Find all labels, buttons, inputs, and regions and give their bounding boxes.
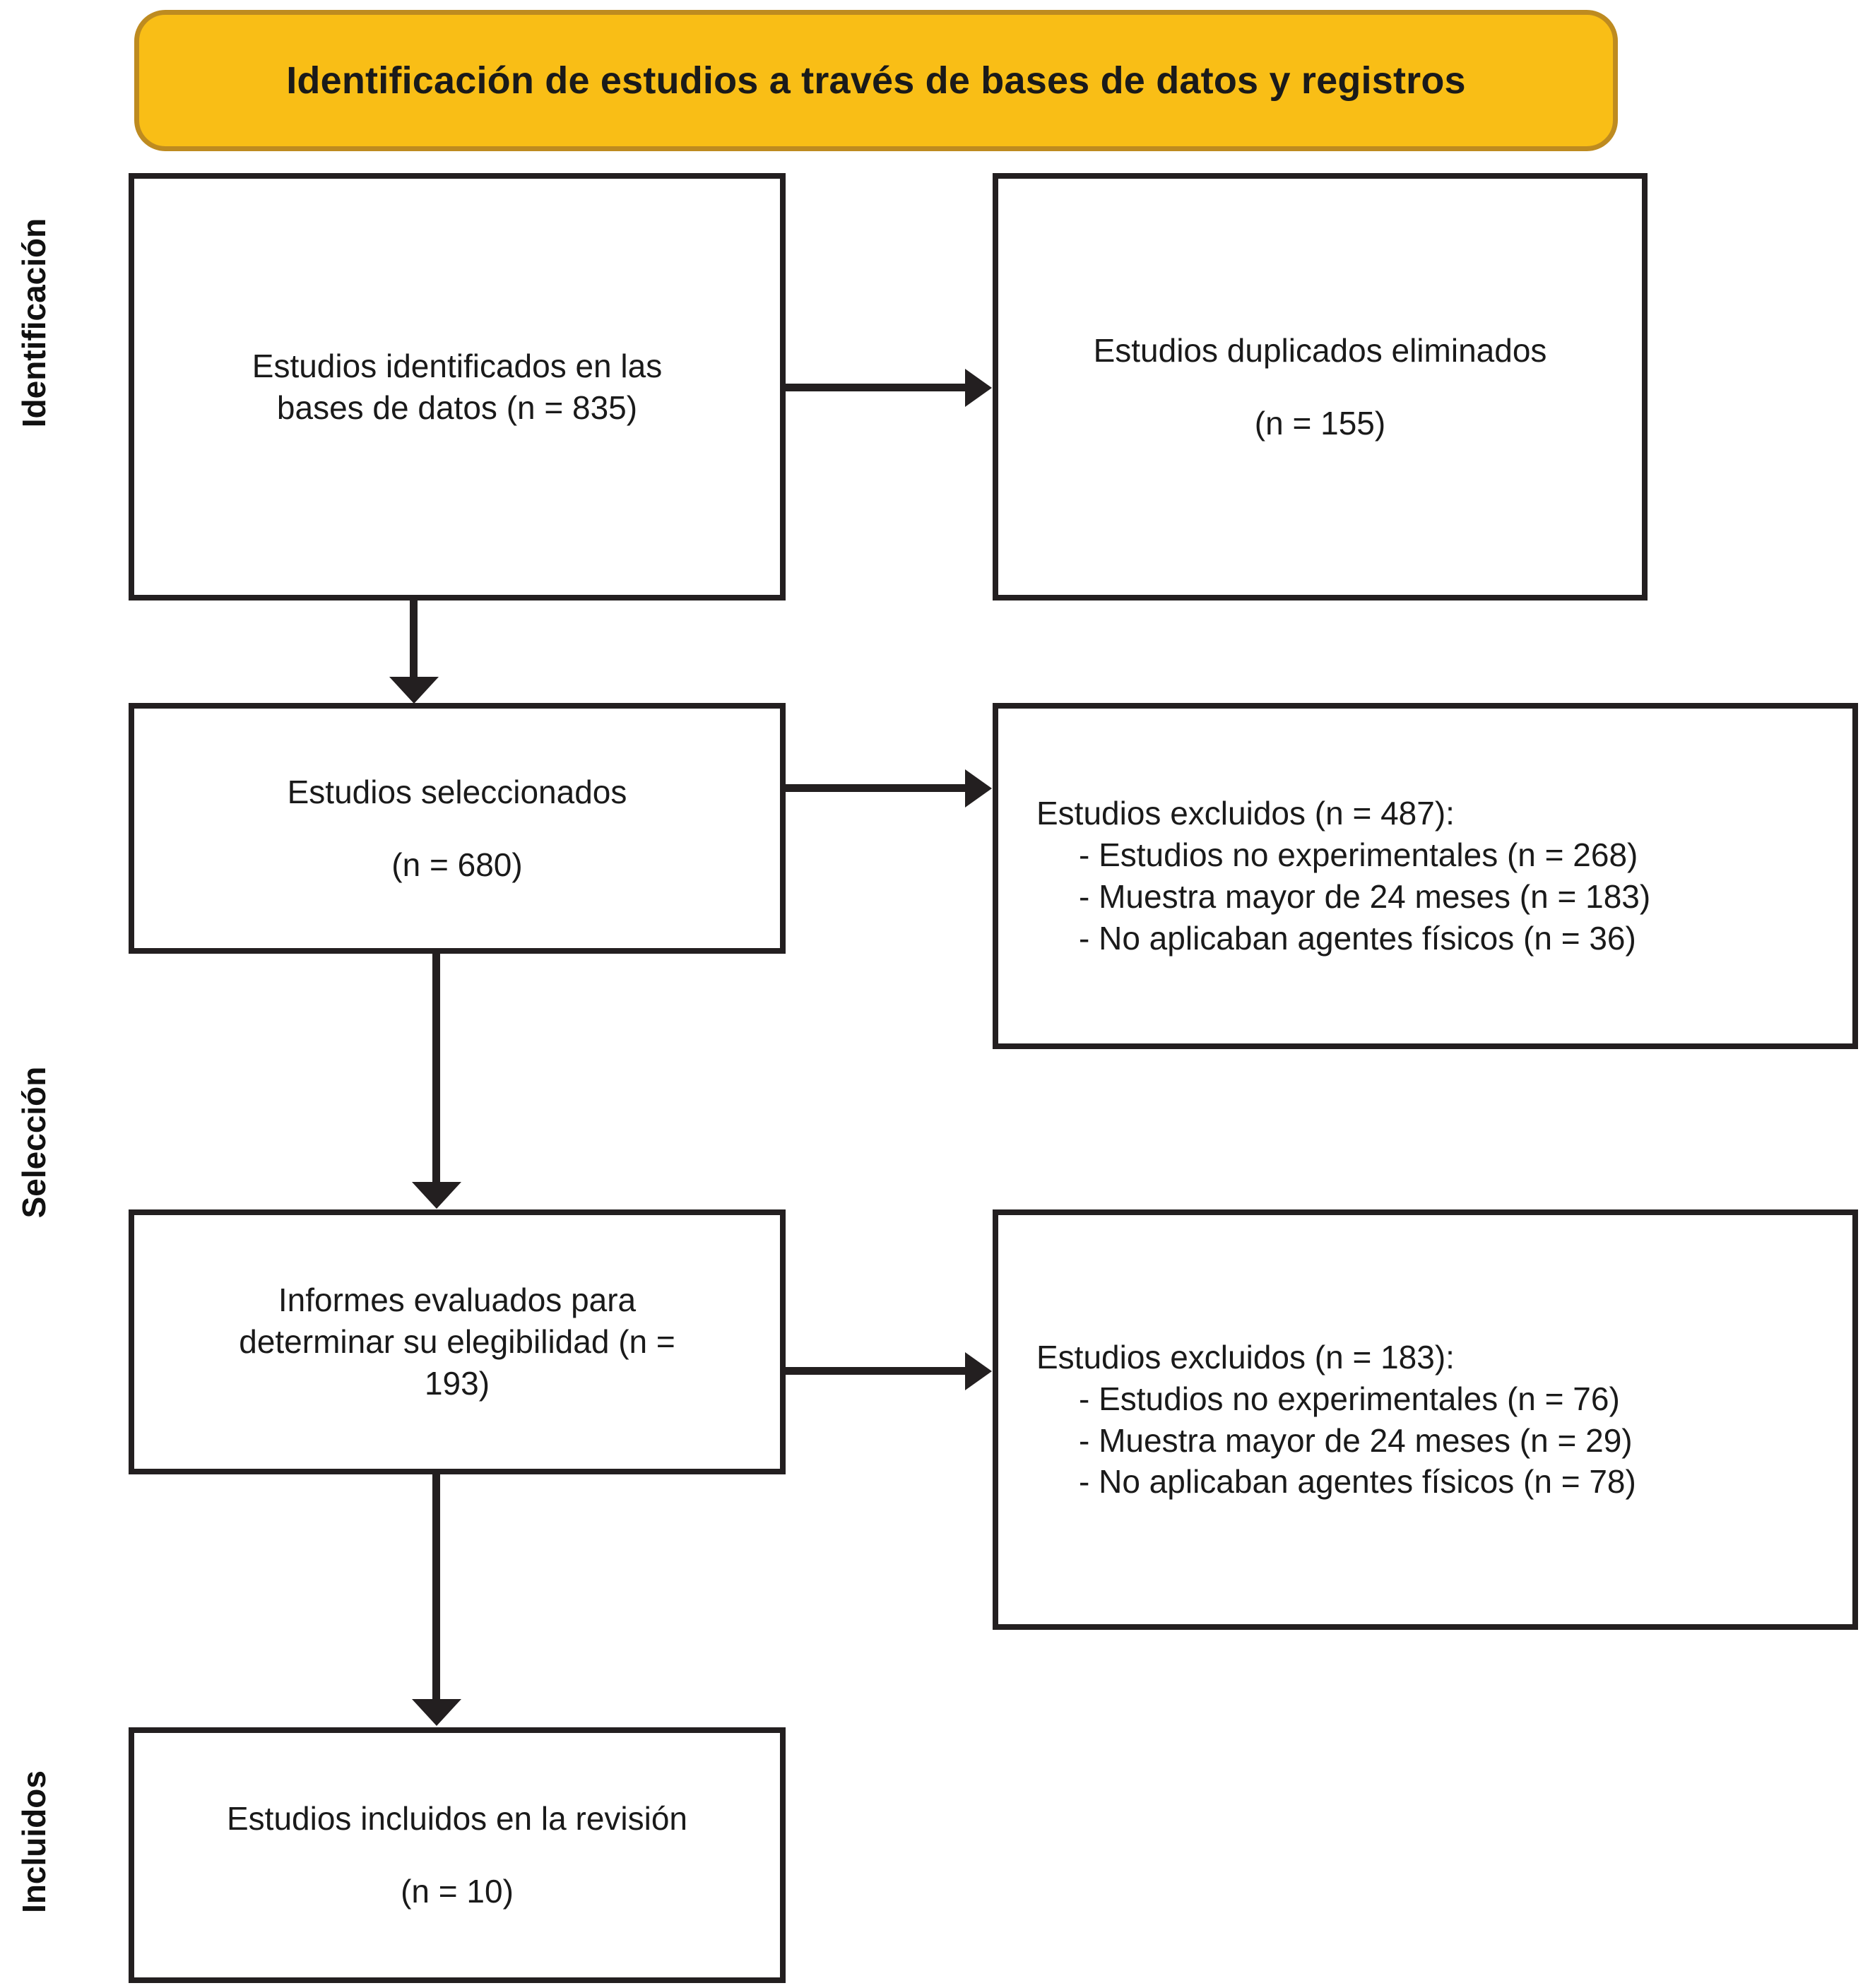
box-reports-assessed-line2: determinar su elegibilidad (n = [239,1323,675,1361]
arrow-screened-to-excluded [786,784,966,792]
box-studies-screened: Estudios seleccionados (n = 680) [129,703,786,954]
excluded-eligibility-reason-3: - No aplicaban agentes físicos (n = 78) [1079,1463,1636,1501]
excluded-screening-reason-3: - No aplicaban agentes físicos (n = 36) [1079,919,1636,957]
excluded-eligibility-title: Estudios excluidos (n = 183): [1036,1338,1455,1375]
box-duplicates-removed-line1: Estudios duplicados eliminados [1093,331,1547,369]
arrow-eligible-to-excluded [786,1367,966,1375]
excluded-eligibility-reason-2: - Muestra mayor de 24 meses (n = 29) [1079,1421,1633,1459]
box-reports-assessed-line1: Informes evaluados para [278,1282,637,1319]
arrow-identified-to-screened [410,600,418,678]
arrow-eligible-to-included [432,1474,440,1700]
excluded-screening-reason-2: - Muestra mayor de 24 meses (n = 183) [1079,878,1651,915]
box-duplicates-removed-line2: (n = 155) [1254,404,1386,442]
excluded-eligibility-reason-1: - Estudios no experimentales (n = 76) [1079,1380,1620,1417]
arrow-identified-to-duplicates [786,384,966,391]
box-studies-identified-line1: Estudios identificados en las [252,347,663,384]
box-studies-screened-line2: (n = 680) [391,846,523,883]
excluded-screening-reason-1: - Estudios no experimentales (n = 268) [1079,836,1638,874]
stage-label-identificacion: Identificación [16,218,52,428]
stage-label-incluidos: Incluidos [16,1770,52,1913]
box-studies-included: Estudios incluidos en la revisión (n = 1… [129,1727,786,1983]
box-studies-identified-line2: bases de datos (n = 835) [276,389,638,426]
box-studies-included-line1: Estudios incluidos en la revisión [226,1800,688,1838]
banner-title: Identificación de estudios a través de b… [286,59,1466,102]
excluded-screening-title: Estudios excluidos (n = 487): [1036,795,1455,832]
box-studies-identified: Estudios identificados en las bases de d… [129,173,786,600]
box-studies-included-line2: (n = 10) [401,1873,514,1910]
box-excluded-screening: Estudios excluidos (n = 487): - Estudios… [993,703,1858,1049]
arrow-screened-to-eligible [432,954,440,1183]
box-studies-screened-line1: Estudios seleccionados [287,773,627,810]
box-reports-assessed: Informes evaluados para determinar su el… [129,1209,786,1474]
stage-label-seleccion: Selección [16,1066,52,1219]
box-reports-assessed-line3: 193) [424,1364,490,1402]
box-excluded-eligibility: Estudios excluidos (n = 183): - Estudios… [993,1209,1858,1630]
box-duplicates-removed: Estudios duplicados eliminados (n = 155) [993,173,1648,600]
identification-banner: Identificación de estudios a través de b… [134,10,1618,151]
